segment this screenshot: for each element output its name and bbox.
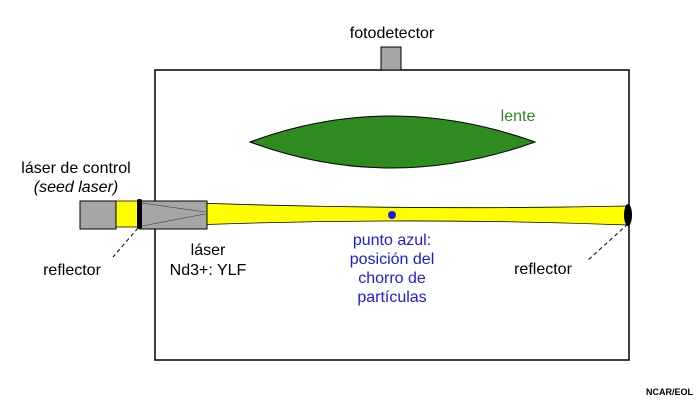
seed-laser-box: [79, 200, 117, 230]
credit-label: NCAR/EOL: [646, 387, 694, 397]
laser-label: láser: [191, 242, 226, 259]
nd-ylf-laser-rod: [139, 200, 208, 230]
reflector-right-leader: [587, 223, 629, 261]
laser-rod-lines: [141, 202, 206, 227]
blue-dot-label-2: posición del: [350, 251, 435, 268]
reflector-right-mirror: [624, 204, 632, 226]
photodetector-box: [380, 46, 402, 71]
laser-type-label: Nd3+: YLF: [170, 262, 247, 279]
particle-jet-dot: [388, 211, 396, 219]
reflector-left-mirror: [137, 199, 142, 229]
seed-laser-sublabel: (seed laser): [34, 179, 118, 196]
reflector-left-label: reflector: [43, 262, 101, 279]
blue-dot-label-3: chorro de: [358, 270, 426, 287]
lens-shape: [248, 115, 537, 169]
lens-label: lente: [501, 108, 536, 125]
blue-dot-label-1: punto azul:: [353, 232, 431, 249]
reflector-left-leader: [112, 227, 139, 258]
seed-laser-label: láser de control: [21, 160, 130, 177]
blue-dot-label-4: partículas: [357, 289, 426, 306]
photodetector-label: fotodetector: [350, 25, 435, 42]
reflector-right-label: reflector: [514, 261, 572, 278]
